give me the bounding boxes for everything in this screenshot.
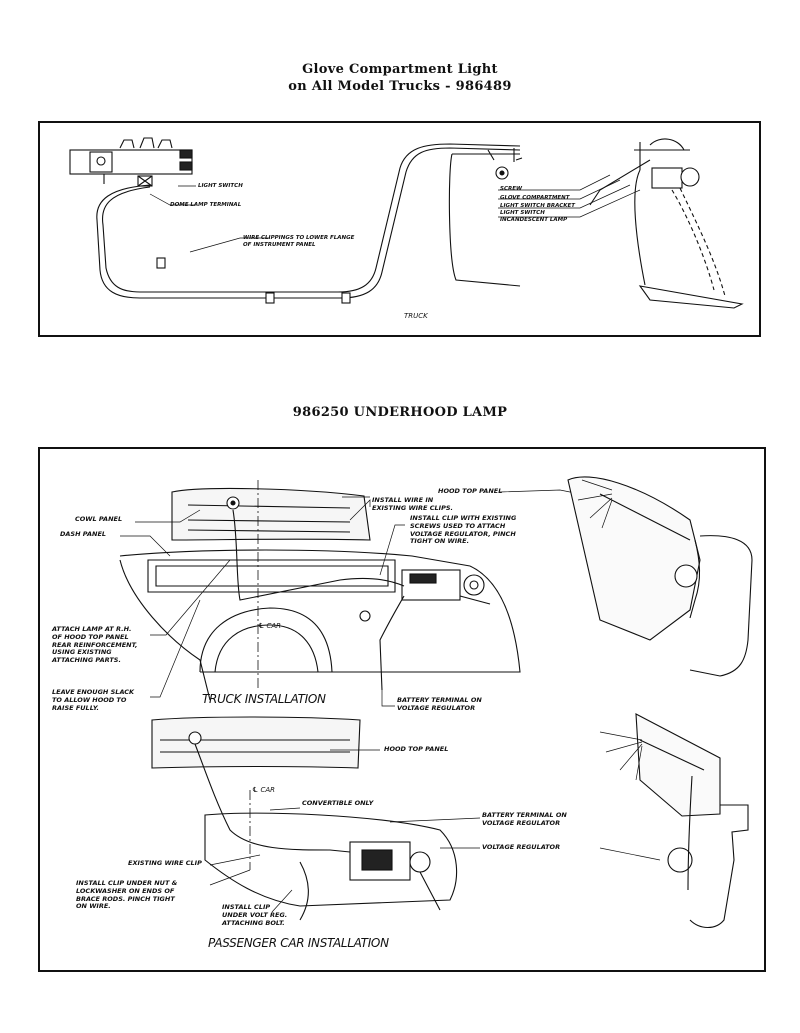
label-install-clip-nut: INSTALL CLIP UNDER NUT & LOCKWASHER ON E…	[76, 879, 178, 911]
label-truck-installation: TRUCK INSTALLATION	[202, 692, 326, 706]
label-light-switch-bracket: LIGHT SWITCH BRACKET	[500, 203, 576, 209]
label-install-wire: INSTALL WIRE IN EXISTING WIRE CLIPS.	[372, 496, 453, 512]
label-wire-clippings: WIRE CLIPPINGS TO LOWER FLANGE OF INSTRU…	[243, 235, 355, 248]
label-attach-lamp: ATTACH LAMP AT R.H. OF HOOD TOP PANEL RE…	[52, 625, 138, 665]
label-dash-panel: DASH PANEL	[60, 530, 107, 538]
label-convertible-only: CONVERTIBLE ONLY	[302, 799, 374, 807]
label-light-switch-2: LIGHT SWITCH	[500, 210, 545, 216]
label-cowl-panel: COWL PANEL	[75, 515, 123, 523]
label-battery-terminal-2: BATTERY TERMINAL ON VOLTAGE REGULATOR	[482, 811, 567, 827]
label-car-1: ℄ CAR	[258, 622, 282, 630]
label-incandescent-lamp: INCANDESCENT LAMP	[500, 217, 568, 223]
label-screw: SCREW	[500, 186, 523, 192]
page-title-line2: on All Model Trucks - 986489	[288, 79, 512, 94]
label-car-2: ℄ CAR	[252, 786, 276, 794]
label-light-switch: LIGHT SWITCH	[198, 183, 243, 189]
glove-compartment-outline	[448, 153, 521, 287]
label-install-clip-volt: INSTALL CLIP UNDER VOLT REG. ATTACHING B…	[222, 903, 288, 927]
label-hood-top-panel-1: HOOD TOP PANEL	[438, 487, 503, 495]
glove-wire-1	[96, 147, 521, 299]
label-dome-lamp-terminal: DOME LAMP TERMINAL	[170, 202, 242, 208]
label-voltage-regulator: VOLTAGE REGULATOR	[482, 843, 561, 851]
label-hood-top-panel-2: HOOD TOP PANEL	[384, 745, 449, 753]
label-install-clip-existing: INSTALL CLIP WITH EXISTING SCREWS USED T…	[410, 514, 517, 546]
light-switch-body	[69, 137, 193, 187]
label-leave-slack: LEAVE ENOUGH SLACK TO ALLOW HOOD TO RAIS…	[52, 688, 135, 712]
page-title-line1: Glove Compartment Light	[302, 62, 498, 77]
glove-wire-2	[101, 143, 521, 293]
label-glove-compartment: GLOVE COMPARTMENT	[500, 195, 570, 201]
label-battery-terminal-1: BATTERY TERMINAL ON VOLTAGE REGULATOR	[397, 696, 482, 712]
label-truck: TRUCK	[404, 312, 428, 320]
section-title-underhood: 986250 UNDERHOOD LAMP	[292, 405, 508, 420]
label-passenger-installation: PASSENGER CAR INSTALLATION	[208, 936, 389, 950]
label-existing-wire-clip: EXISTING WIRE CLIP	[128, 859, 202, 867]
glove-side-view	[634, 138, 690, 170]
